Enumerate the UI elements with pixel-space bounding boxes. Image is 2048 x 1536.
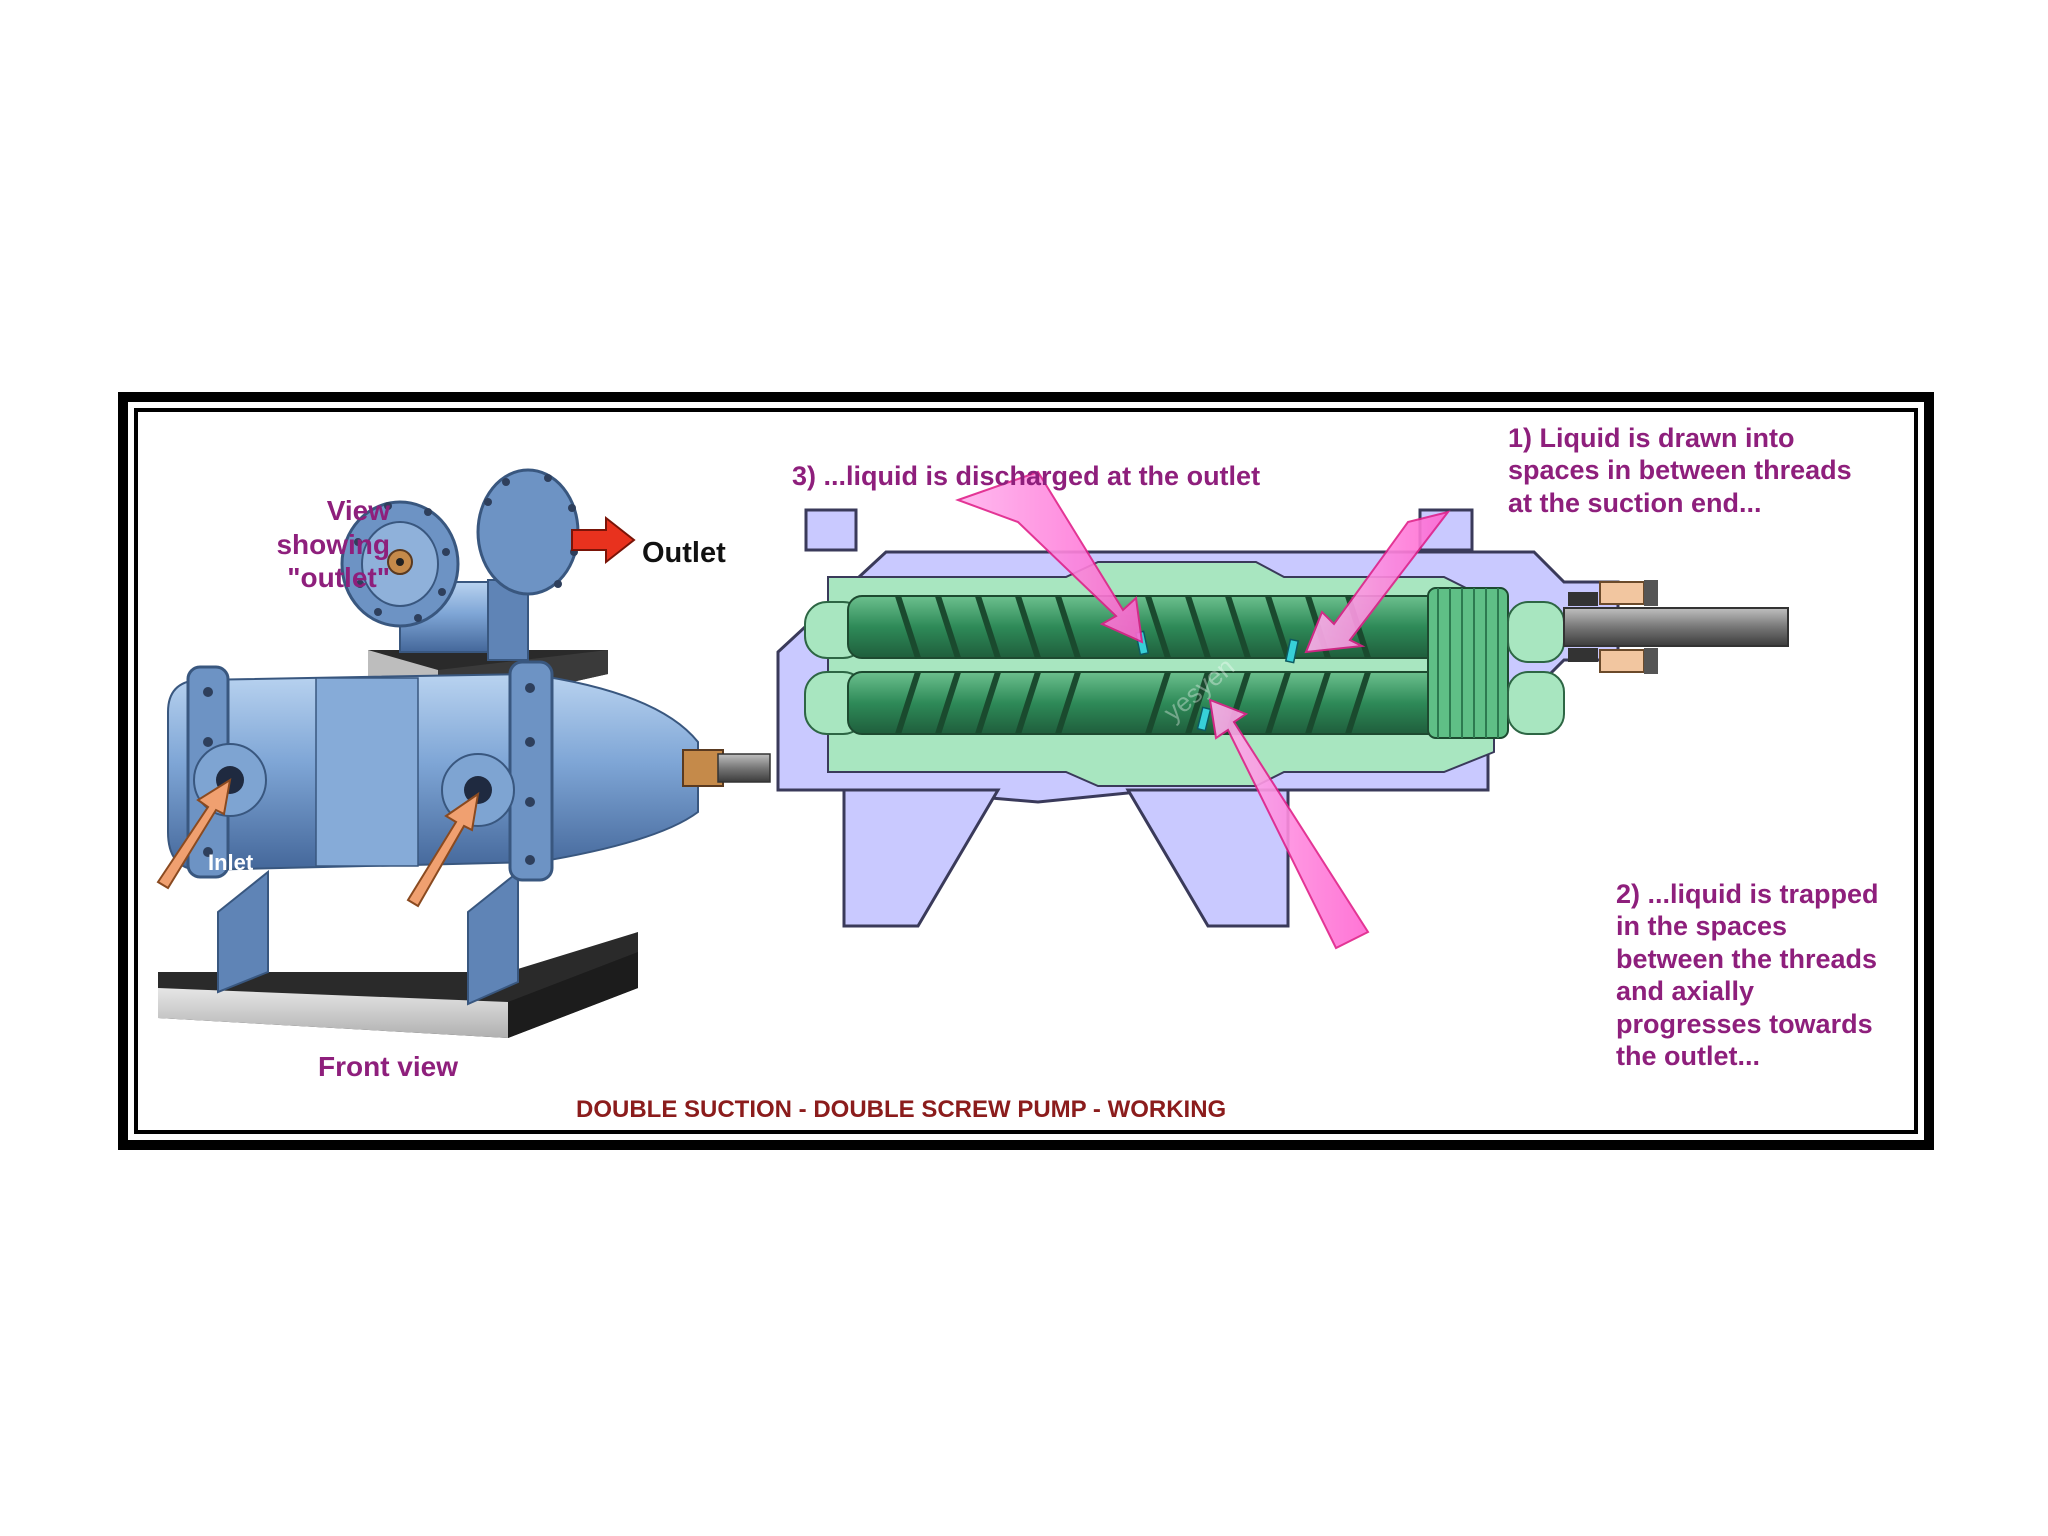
frame-white-band: View showing "outlet" Outlet Inlet Inlet…	[128, 402, 1924, 1140]
large-pump-mid-section	[315, 677, 419, 867]
cross-section	[776, 508, 1789, 928]
lower-screw-threads	[895, 671, 1371, 735]
casing-left-support	[842, 788, 1001, 928]
pointer-arrow-step3	[955, 470, 1144, 644]
view-showing-outlet-label: View showing "outlet"	[276, 495, 390, 594]
step2-annotation: 2) ...liquid is trapped in the spaces be…	[1616, 879, 1879, 1071]
casing-left-stub	[804, 508, 858, 552]
liquid-marker-suction	[1284, 638, 1300, 664]
step1-annotation: 1) Liquid is drawn into spaces in betwee…	[1508, 423, 1852, 518]
timing-gear	[1427, 587, 1509, 739]
left-inlet-arrow	[156, 777, 232, 890]
right-inlet-arrow	[406, 791, 480, 908]
left-inlet-label: Inlet	[208, 850, 254, 875]
diagram-frame: View showing "outlet" Outlet Inlet Inlet…	[118, 392, 1934, 1150]
upper-screw-right-end	[1507, 601, 1565, 663]
large-pump-base-front	[158, 988, 508, 1038]
large-pump-right-foot	[467, 869, 519, 1006]
large-pump-right-flange	[508, 660, 554, 882]
pump-diagram-canvas	[156, 468, 1789, 1038]
small-pump-bolts	[354, 474, 578, 622]
casing-right-support	[1125, 788, 1290, 928]
large-pump-base-side	[508, 952, 638, 1038]
large-pump-front-view	[156, 660, 771, 1038]
large-pump-left-foot	[217, 869, 269, 994]
front-view-label: Front view	[318, 1051, 459, 1082]
pointer-arrow-step2	[1208, 698, 1370, 950]
outlet-label: Outlet	[642, 537, 726, 569]
diagram-caption: DOUBLE SUCTION - DOUBLE SCREW PUMP - WOR…	[576, 1096, 1227, 1123]
large-pump-shaft	[717, 753, 771, 783]
right-inlet-label: Inlet	[362, 864, 408, 889]
drive-shaft	[1563, 607, 1789, 647]
frame-inner-border: View showing "outlet" Outlet Inlet Inlet…	[134, 408, 1918, 1134]
step3-annotation: 3) ...liquid is discharged at the outlet	[792, 461, 1261, 491]
right-inlet-port	[464, 776, 492, 804]
diagram-panel: View showing "outlet" Outlet Inlet Inlet…	[138, 412, 1914, 1130]
shaft-seal	[1568, 580, 1658, 674]
pointer-arrow-step1	[1304, 510, 1451, 654]
large-pump-coupling	[682, 749, 724, 787]
small-pump-shaft-key	[396, 558, 404, 566]
upper-screw-threads	[895, 595, 1371, 659]
small-pump-rear-flange	[476, 468, 580, 596]
timing-gear-teeth	[1437, 588, 1499, 738]
liquid-marker-trapped	[1196, 706, 1212, 732]
outlet-arrow	[571, 515, 636, 565]
small-pump-outlet-view	[340, 468, 636, 712]
lower-screw-right-end	[1507, 671, 1565, 735]
